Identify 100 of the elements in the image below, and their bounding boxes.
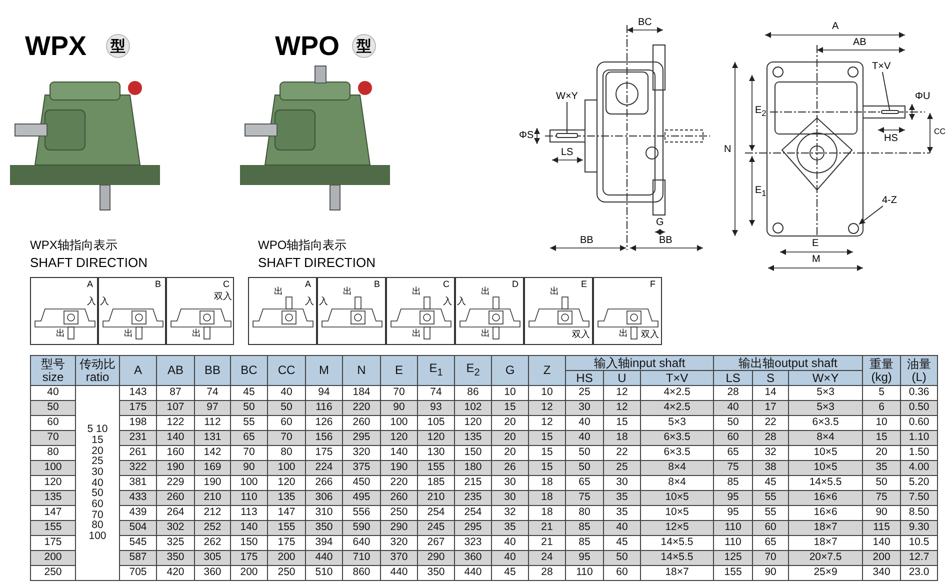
table-cell: 35 [862, 460, 901, 476]
leader-line [882, 72, 890, 110]
direction-letter: C [443, 280, 450, 289]
table-cell: 17 [752, 400, 789, 416]
shaft-label: 出 [412, 287, 421, 296]
shaft-label: 出 [192, 329, 201, 338]
table-cell: 20×7.5 [788, 550, 863, 566]
table-cell: 340 [862, 566, 901, 580]
table-cell: 14×5.5 [640, 550, 714, 566]
table-cell: 290 [418, 550, 454, 566]
table-cell: 38 [752, 460, 789, 476]
table-cell: 15 [492, 400, 528, 416]
caption: SHAFT DIRECTION [258, 256, 376, 269]
table-cell: 15 [528, 460, 566, 476]
table-cell: 125 [714, 550, 753, 566]
table-header: 重量 (kg) [862, 356, 901, 386]
dimension-label: HS [884, 134, 898, 144]
shaft-label: 入 [87, 297, 96, 306]
table-cell: 6×3.5 [640, 430, 714, 446]
direction-letter: B [374, 280, 380, 289]
table-cell: 10×5 [640, 490, 714, 506]
table-cell: 306 [306, 490, 342, 506]
shaft-label: 出 [481, 329, 490, 338]
direction-letter: A [87, 280, 94, 289]
shaft-label: 双入 [214, 292, 232, 301]
table-cell: 70 [30, 430, 76, 446]
table-cell: 16×6 [788, 490, 863, 506]
direction-letter: E [581, 280, 588, 289]
table-cell: 60 [752, 520, 789, 536]
caption: SHAFT DIRECTION [30, 256, 148, 269]
table-cell: 30 [566, 400, 604, 416]
shaft-label: 出 [550, 287, 559, 296]
table-cell: 350 [156, 550, 194, 566]
shaft-label: 双入 [641, 330, 659, 339]
table-cell: 18×7 [640, 566, 714, 580]
shaft-label: 出 [481, 287, 490, 296]
table-cell: 350 [418, 566, 454, 580]
table-cell: 50 [30, 400, 76, 416]
table-header: S [752, 370, 789, 386]
table-cell: 175 [120, 400, 156, 416]
table-cell: 50 [604, 550, 640, 566]
table-cell: 102 [454, 400, 492, 416]
table-cell: 40 [492, 550, 528, 566]
caption: WPX轴指向表示 [30, 239, 118, 251]
table-cell: 440 [454, 566, 492, 580]
table-cell: 95 [714, 490, 753, 506]
table-cell: 175 [230, 550, 268, 566]
table-cell: 250 [268, 566, 306, 580]
dimension-label: CC [934, 128, 946, 136]
table-cell: 290 [380, 520, 418, 536]
dimension-label: LS [561, 148, 574, 158]
dimension-label: E$_{2}$ [755, 106, 766, 118]
table-cell: 360 [454, 550, 492, 566]
table-header: 型号 size [30, 356, 76, 386]
table-cell: 302 [156, 520, 194, 536]
dimension-label: BB [580, 236, 594, 246]
dimension-label: E$_{1}$ [755, 186, 766, 198]
table-cell: 510 [306, 566, 342, 580]
table-cell: 50 [268, 400, 306, 416]
table-cell: 156 [306, 430, 342, 446]
table-cell: 155 [714, 566, 753, 580]
table-cell: 116 [306, 400, 342, 416]
table-cell: 504 [120, 520, 156, 536]
keyway [881, 110, 899, 114]
table-cell: 590 [342, 520, 380, 536]
series-heading: WPX [25, 33, 87, 60]
table-cell: 40 [714, 400, 753, 416]
shaft-label: 出 [124, 329, 133, 338]
table-cell: 200 [862, 550, 901, 566]
table-header: BB [194, 356, 230, 386]
table-cell: 135 [454, 430, 492, 446]
dimension-label: BB [659, 236, 672, 246]
table-cell: 60 [604, 566, 640, 580]
table-cell: 12×5 [640, 520, 714, 536]
table-cell: 15 [528, 430, 566, 446]
table-cell: 65 [230, 430, 268, 446]
table-cell: 60 [714, 430, 753, 446]
table-cell: 155 [30, 520, 76, 536]
table-header: LS [714, 370, 753, 386]
table-header: 油量 (L) [900, 356, 938, 386]
table-header: A [120, 356, 156, 386]
table-cell: 420 [156, 566, 194, 580]
table-cell: 7.50 [900, 490, 938, 506]
table-cell: 115 [862, 520, 901, 536]
table-header: Z [528, 356, 566, 386]
dimension-label: AB [853, 38, 866, 48]
table-header: T×V [640, 370, 714, 386]
shaft-label: 入 [457, 297, 466, 306]
shaft-label: 出 [412, 329, 421, 338]
shaft-label: 出 [343, 287, 352, 296]
table-header: HS [566, 370, 604, 386]
table-cell: 495 [342, 490, 380, 506]
shaft-label: 入 [305, 297, 314, 306]
dimension-label: ΦS [519, 131, 534, 141]
table-cell: 20 [492, 430, 528, 446]
table-cell: 93 [418, 400, 454, 416]
table-cell: 155 [268, 520, 306, 536]
type-badge: 型 [106, 34, 130, 58]
table-header: BC [230, 356, 268, 386]
table-cell: 260 [156, 490, 194, 506]
